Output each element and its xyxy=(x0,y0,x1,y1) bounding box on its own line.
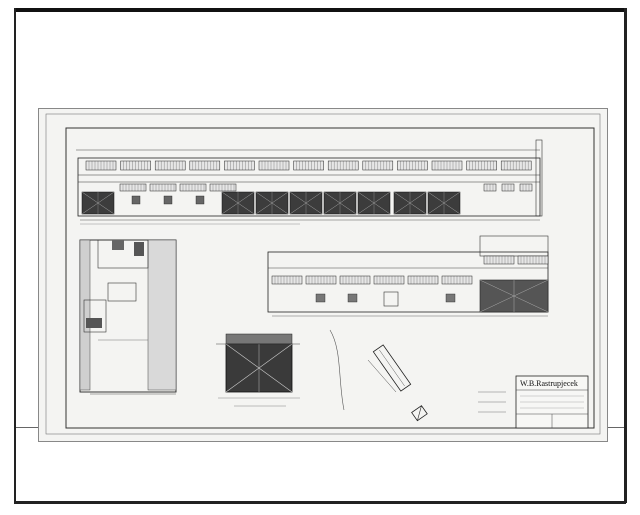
main-elevation-drawing xyxy=(76,139,543,225)
lower-window xyxy=(209,183,237,192)
frame-left-edge xyxy=(14,8,16,503)
frame-bottom-edge xyxy=(14,501,626,504)
roadway-curve xyxy=(329,329,345,411)
side-elevation-drawing xyxy=(267,235,549,317)
floor-plan-drawing xyxy=(79,239,177,395)
side-small-window xyxy=(445,293,456,303)
clerestory-windows xyxy=(85,160,532,171)
legend-lines xyxy=(478,391,506,413)
frame-right-edge xyxy=(624,8,627,503)
small-window xyxy=(195,195,205,205)
lower-window xyxy=(149,183,177,192)
north-arrow-icon xyxy=(411,405,428,422)
cargo-doors xyxy=(81,191,461,215)
small-window xyxy=(131,195,141,205)
door-detail-drawing xyxy=(216,333,300,407)
inner-border xyxy=(65,127,595,429)
side-small-window xyxy=(315,293,326,303)
key-plan-drawing xyxy=(372,344,412,392)
lower-windows xyxy=(119,183,533,192)
frame-top-edge xyxy=(14,8,626,12)
side-small-window xyxy=(347,293,358,303)
title-block-signature: W.B.Rastrupjecek xyxy=(520,379,578,388)
small-window xyxy=(163,195,173,205)
outer-border xyxy=(45,113,601,435)
lower-window xyxy=(119,183,147,192)
lower-window xyxy=(179,183,207,192)
side-windows xyxy=(271,255,549,303)
title-block xyxy=(515,375,589,429)
